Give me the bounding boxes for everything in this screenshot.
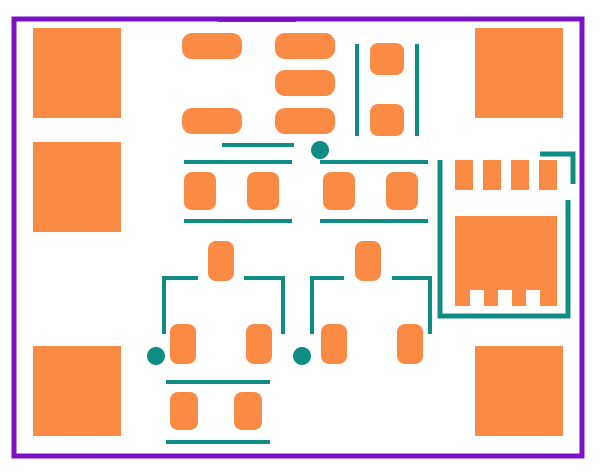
pad-sw: [33, 346, 121, 436]
q1-silk-left: [310, 276, 344, 334]
label-led-plus: LED+: [123, 149, 161, 239]
label-u1: U1: [164, 70, 208, 108]
u1-pad-3: [275, 33, 335, 59]
u2-silk-right: [244, 276, 285, 334]
r2-pad-2: [386, 172, 418, 210]
label-r1: R1: [285, 394, 328, 432]
u2-pad-2: [246, 324, 272, 364]
c2-small-pad-2: [483, 160, 501, 190]
u1-pad-5: [275, 108, 335, 134]
u1-pad-1: [182, 33, 242, 59]
label-q2: Q2: [343, 394, 389, 432]
u1-pad-2: [182, 108, 242, 134]
c2-small-pad-1: [455, 160, 473, 190]
q1-pad-1: [321, 324, 347, 364]
pad-led-plus: [33, 142, 121, 232]
u2-pad-1: [170, 324, 196, 364]
label-r2: R2: [293, 233, 336, 271]
u2-pad-top: [208, 241, 234, 281]
r2-silk-bottom: [320, 219, 428, 223]
cin-pad-1: [370, 43, 404, 75]
u1-pad-4: [275, 70, 335, 96]
u2-silk-left: [162, 276, 198, 334]
r1-silk-bottom: [166, 440, 270, 444]
label-c2: C2: [423, 120, 466, 158]
pad-in-plus: [33, 28, 121, 118]
label-led-minus: LED-: [436, 344, 474, 418]
r2-pad-1: [323, 172, 355, 210]
q1-pin1-dot: [293, 347, 311, 365]
c1-pad-2: [247, 172, 279, 210]
pad-in-minus: [475, 28, 563, 118]
c1-silk-top: [184, 160, 292, 164]
label-in-plus: IN+: [123, 43, 161, 103]
u1-pin1-dot: [311, 141, 329, 159]
c2-silk-corner: [540, 151, 576, 184]
c1-pad-1: [184, 172, 216, 210]
r1-silk-top: [166, 380, 270, 384]
label-c1: C1: [238, 233, 281, 271]
label-in-minus: IN-: [429, 40, 467, 85]
q1-pad-2: [397, 324, 423, 364]
cin-silk-left: [355, 44, 359, 136]
pad-led-minus: [475, 346, 563, 436]
c2-silk-outline: [437, 160, 571, 319]
r1-pad-1: [170, 392, 198, 430]
cin-silk-right: [415, 44, 419, 136]
cin-pad-2: [370, 104, 404, 136]
c1-silk-bottom: [184, 219, 292, 223]
label-q1: Q1: [388, 233, 434, 271]
u2-pin1-dot: [147, 347, 165, 365]
r2-silk-top: [320, 160, 428, 164]
q1-pad-top: [355, 241, 381, 281]
board-outline: [11, 16, 585, 459]
u1-silk-line: [222, 143, 294, 147]
c2-thermal-pad: [455, 216, 557, 306]
c2-small-pad-4: [539, 160, 557, 190]
q1-silk-right: [392, 276, 432, 334]
c2-small-pad-3: [511, 160, 529, 190]
r1-pad-2: [234, 392, 262, 430]
label-u2: U2: [116, 281, 154, 325]
label-sw: SW: [54, 286, 92, 338]
